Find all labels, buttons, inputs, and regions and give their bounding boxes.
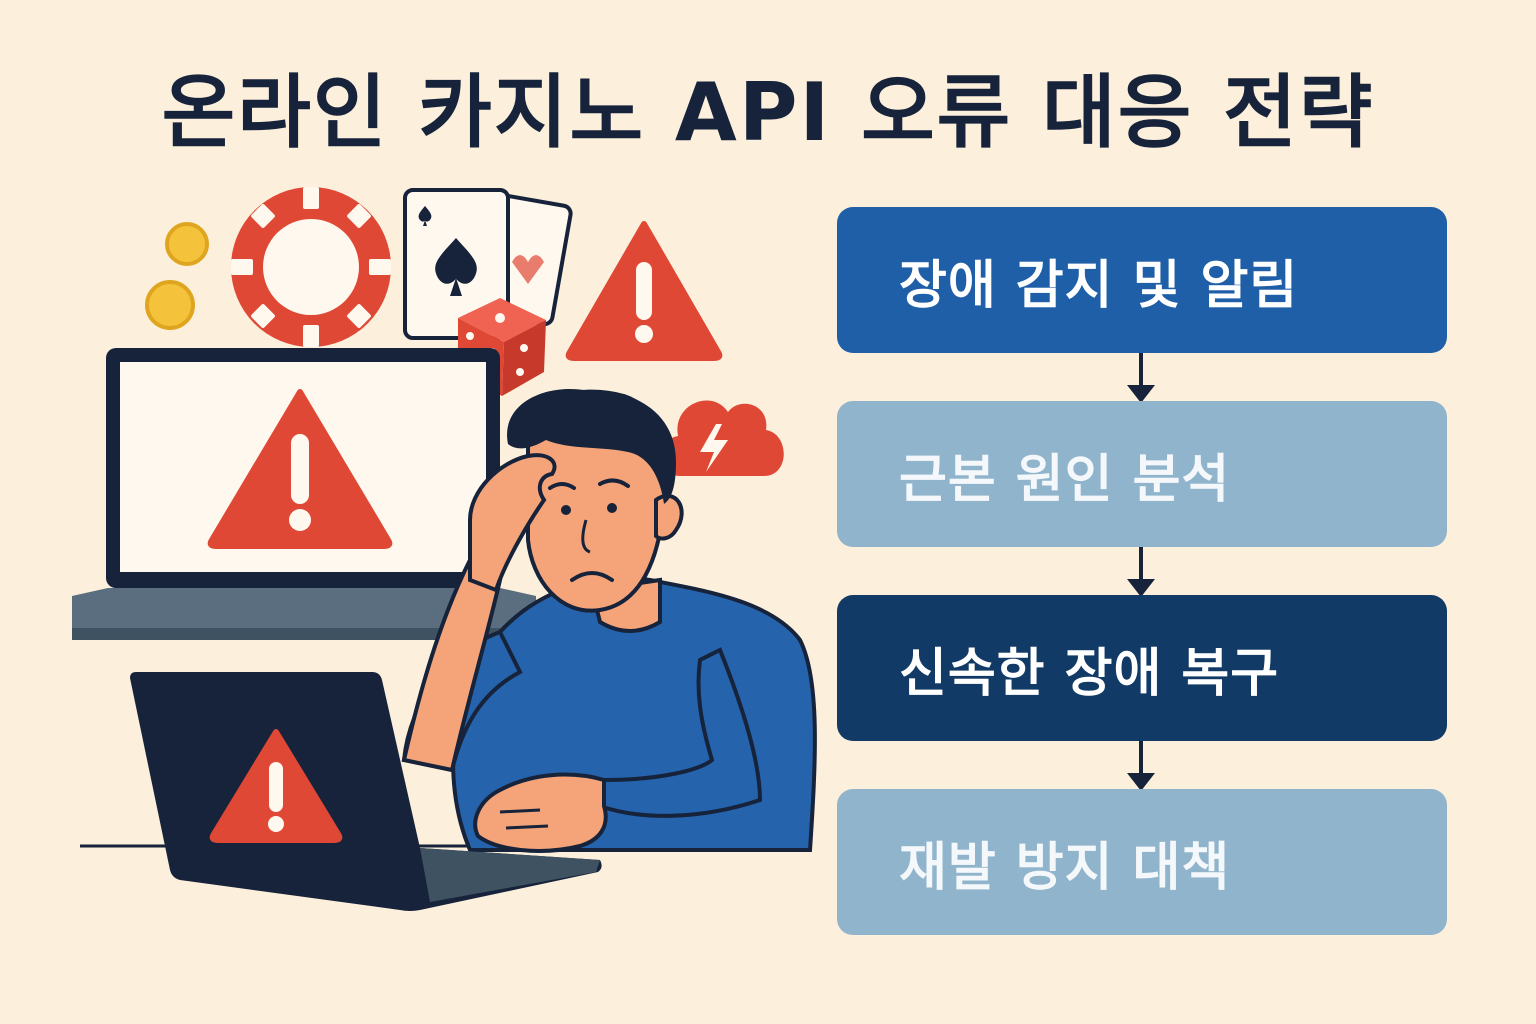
monitor-icon [72, 348, 536, 640]
step-recurrence-prevention[interactable]: 재발 방지 대책 [837, 789, 1447, 935]
flow-arrow-1 [1127, 353, 1155, 403]
playing-card-icon [403, 188, 573, 340]
warning-icon [565, 221, 723, 361]
flow-arrow-3 [1127, 741, 1155, 791]
step-label: 근본 원인 분석 [899, 449, 1231, 510]
step-detection-alert[interactable]: 장애 감지 및 알림 [837, 207, 1447, 353]
page-title: 온라인 카지노 API 오류 대응 전략 [161, 66, 1375, 159]
casino-chip-icon [231, 187, 391, 347]
coin-icon [145, 222, 209, 330]
person-figure [401, 388, 817, 853]
step-label: 재발 방지 대책 [899, 837, 1231, 898]
step-rapid-recovery[interactable]: 신속한 장애 복구 [837, 595, 1447, 741]
cloud-lightning-icon [660, 400, 784, 476]
flow-arrow-2 [1127, 547, 1155, 597]
step-root-cause-analysis[interactable]: 근본 원인 분석 [837, 401, 1447, 547]
laptop-icon [130, 672, 602, 911]
illustration [72, 187, 817, 911]
step-label: 장애 감지 및 알림 [899, 255, 1299, 316]
step-label: 신속한 장애 복구 [899, 643, 1280, 704]
